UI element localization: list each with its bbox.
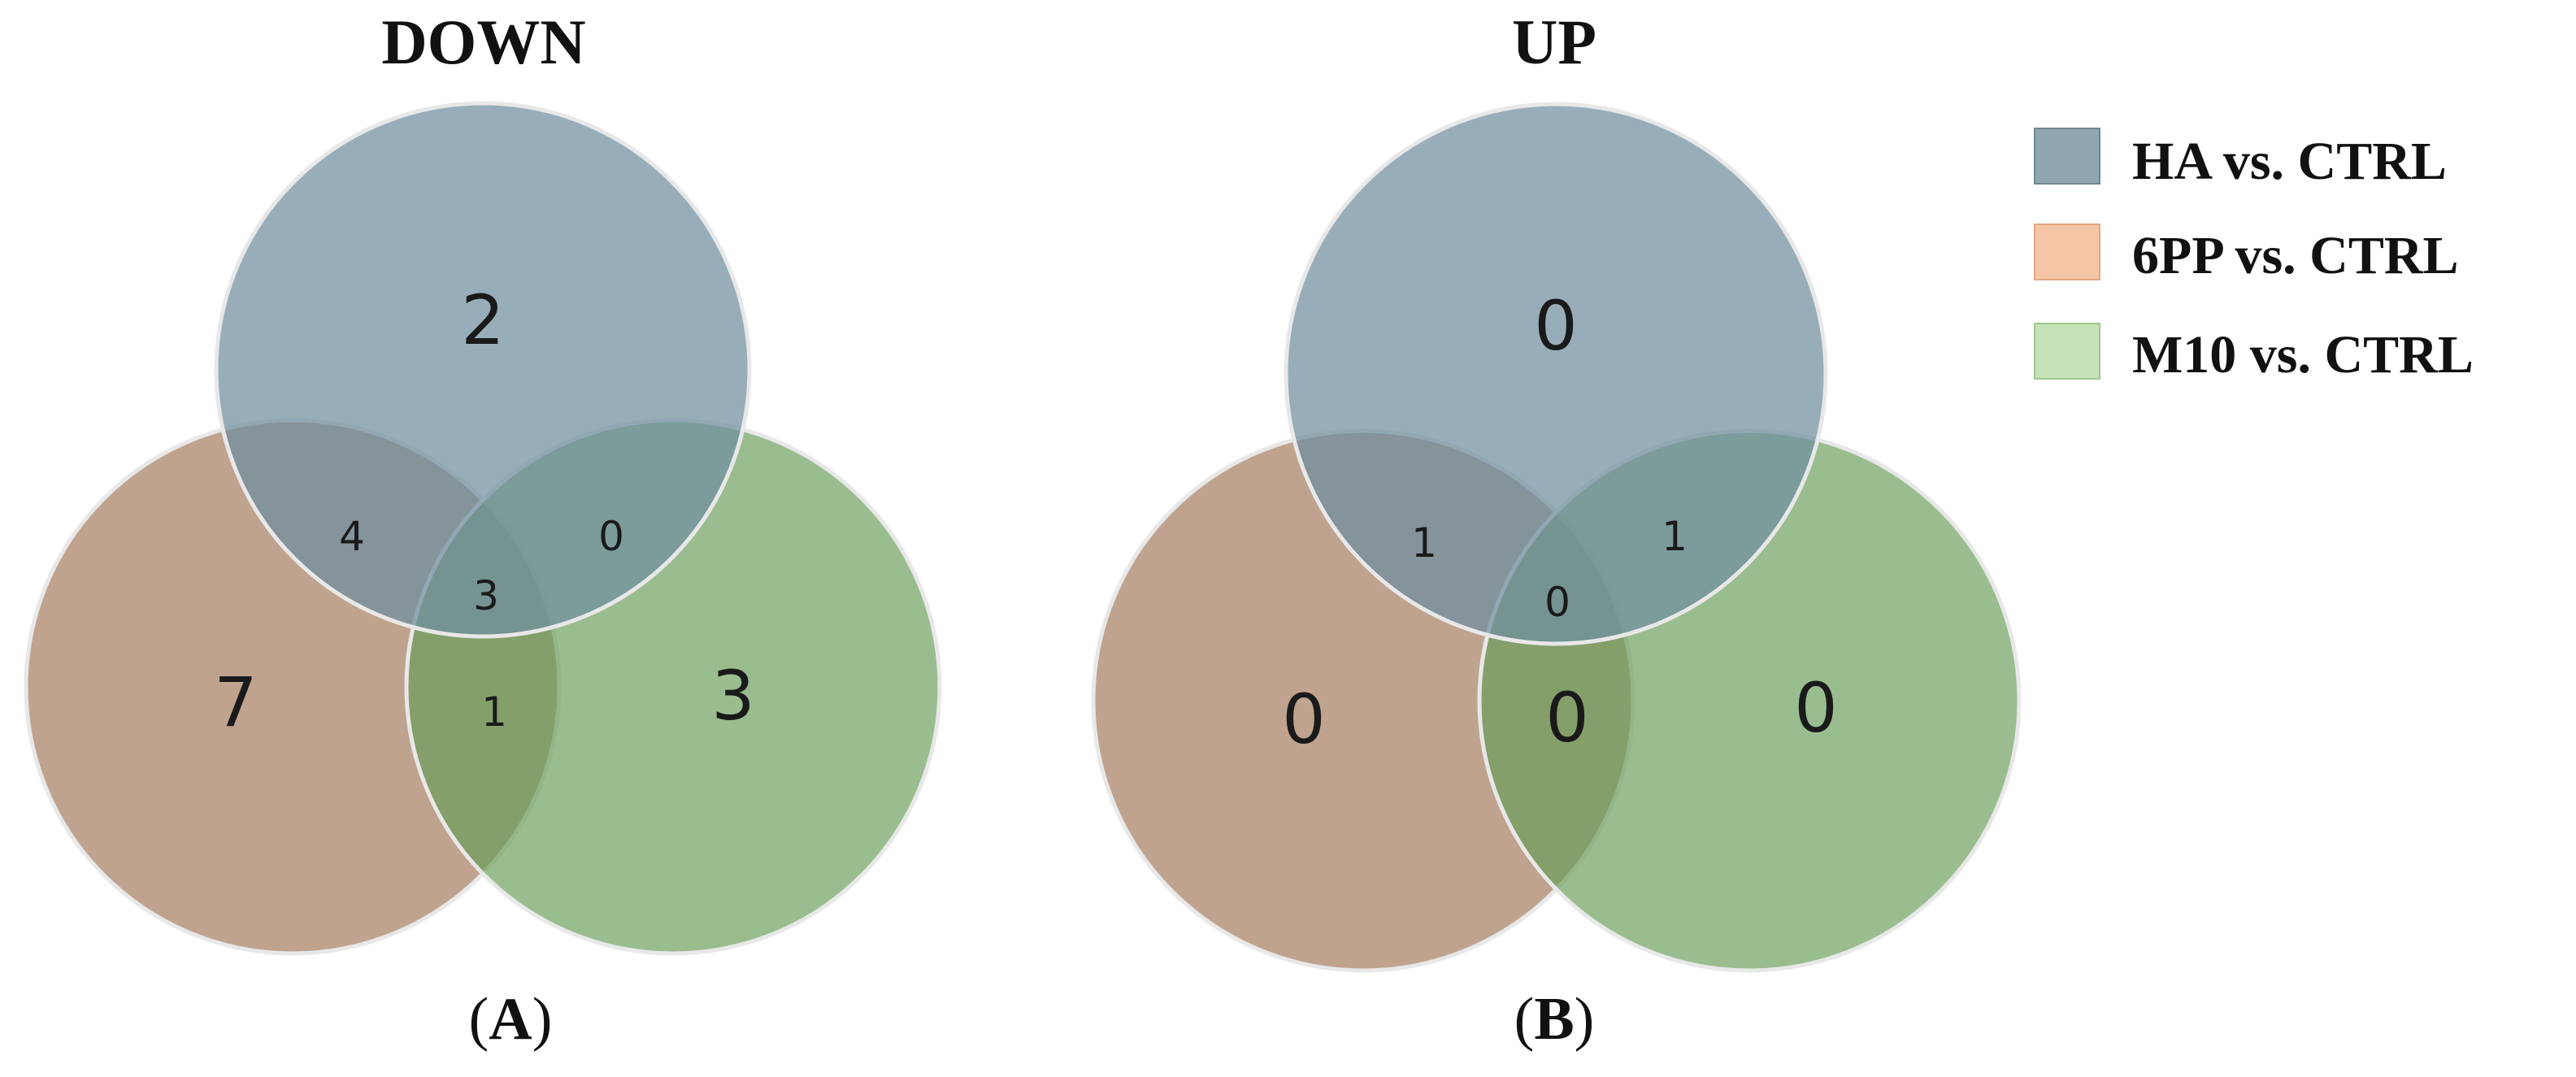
legend-label-ha: HA vs. CTRL [2132, 132, 2447, 191]
down-6pp-m10-count: 1 [481, 688, 507, 736]
legend: HA vs. CTRL 6PP vs. CTRL M10 vs. CTRL [2034, 128, 2474, 384]
panel-up: UP 0 0 0 1 1 0 0 (B) [1091, 7, 2022, 1053]
panel-down-title: DOWN [381, 7, 585, 77]
panel-up-label: (B) [1514, 986, 1595, 1053]
legend-swatch-6pp [2034, 224, 2100, 280]
up-6pp-m10-count: 0 [1545, 678, 1588, 758]
panel-down-label: (A) [469, 986, 553, 1053]
down-all-three-count: 3 [473, 572, 499, 619]
down-ha-only-count: 2 [461, 280, 504, 360]
down-m10-only-count: 3 [711, 656, 754, 736]
down-ha-circle [214, 101, 752, 639]
up-all-three-count: 0 [1544, 579, 1570, 626]
legend-swatch-m10 [2034, 323, 2100, 380]
legend-label-6pp: 6PP vs. CTRL [2132, 226, 2459, 285]
panel-down: DOWN 2 7 3 4 0 3 1 (A) [24, 7, 942, 1053]
down-ha-6pp-count: 4 [339, 513, 365, 560]
up-ha-circle [1284, 102, 1828, 646]
up-m10-only-count: 0 [1794, 668, 1837, 748]
legend-swatch-ha [2034, 128, 2100, 185]
legend-item-m10: M10 vs. CTRL [2034, 323, 2474, 384]
up-ha-m10-count: 1 [1662, 513, 1688, 560]
panel-up-title: UP [1512, 7, 1596, 77]
down-ha-m10-count: 0 [598, 513, 624, 560]
down-6pp-only-count: 7 [214, 662, 257, 742]
legend-item-6pp: 6PP vs. CTRL [2034, 224, 2459, 285]
legend-label-m10: M10 vs. CTRL [2132, 325, 2474, 384]
legend-item-ha: HA vs. CTRL [2034, 128, 2447, 191]
up-ha-only-count: 0 [1534, 286, 1577, 366]
up-ha-6pp-count: 1 [1411, 519, 1437, 567]
up-6pp-only-count: 0 [1282, 680, 1325, 759]
